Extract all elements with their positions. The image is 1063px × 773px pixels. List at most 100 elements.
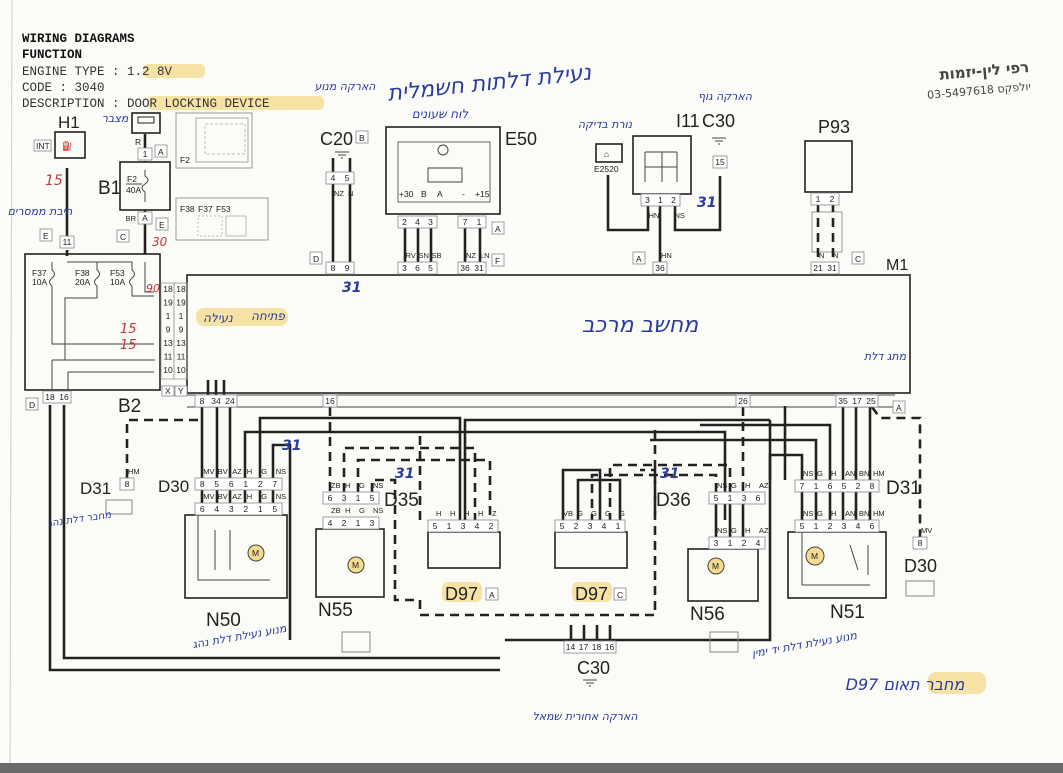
pin-number: 14: [566, 642, 576, 652]
f53-label: F53: [110, 268, 125, 278]
wire-color-code: BV: [218, 467, 228, 476]
component-n50: M N50: [184, 514, 288, 631]
shield: [811, 211, 843, 253]
note-body-computer: מחשב מרכב: [582, 313, 699, 338]
pin-number: 1: [477, 217, 482, 227]
wire-color-code: VB: [563, 509, 573, 518]
connector-housing: [322, 394, 338, 408]
pin-number: 2: [828, 521, 833, 531]
pin-number: 8: [870, 481, 875, 491]
wire-color-code: HM: [873, 509, 885, 518]
tag-letter: Y: [178, 386, 184, 396]
lamp-icon: [595, 143, 623, 163]
pin-number: 6: [870, 521, 875, 531]
pin-number: 16: [605, 642, 615, 652]
header-block: WIRING DIAGRAMS FUNCTION ENGINE TYPE : 1…: [22, 32, 324, 111]
tag-a-m1: A: [892, 400, 906, 414]
battery: R: [131, 112, 161, 147]
pin-number: 11: [164, 352, 173, 362]
n56-box: [687, 548, 759, 602]
tag-letter: C: [617, 590, 623, 600]
f53-rating: 10A: [110, 277, 125, 287]
pin-number: 1: [616, 521, 621, 531]
pin-number: 6: [828, 481, 833, 491]
pin-number: 5: [560, 521, 565, 531]
wire-color-code: H: [345, 506, 350, 515]
connector-housing: [322, 491, 380, 505]
pin-number: 19: [163, 298, 173, 308]
pin-number: 1: [816, 194, 821, 204]
note-body-ground: הארקה גוף: [698, 90, 753, 103]
wire-color-code: H: [450, 509, 455, 518]
p93-box: [804, 140, 853, 193]
note-red-90: 90: [146, 282, 160, 295]
battery-icon: [131, 112, 161, 134]
connector-housing: [42, 390, 72, 404]
motor-icon: [247, 544, 265, 562]
tag-letter: A: [158, 147, 164, 157]
wire-color-code: G: [619, 509, 625, 518]
wire-color-code: G: [817, 469, 823, 478]
fuse-loc-f38: F38: [180, 204, 195, 214]
wire-color-code: AZ: [232, 467, 242, 476]
diagram-subtitle: FUNCTION: [22, 48, 82, 62]
tag-a-battery: A: [154, 144, 168, 158]
d97a-label: D97: [445, 584, 478, 604]
d35-label: D35: [384, 490, 419, 511]
component-h1: H1 ⛽ INT: [33, 113, 86, 159]
connector-d31-l: 8HM: [119, 467, 140, 491]
pin-number: 7: [800, 481, 805, 491]
wire-color-code: H: [745, 526, 750, 535]
pin-number: 26: [738, 396, 748, 406]
e50-label: E50: [505, 129, 537, 149]
connector-housing: [59, 235, 75, 249]
tag-letter: A: [896, 403, 902, 413]
h1-label: H1: [58, 113, 80, 132]
connector-housing: [427, 519, 499, 533]
connector-housing: [708, 536, 766, 550]
n50-box: [184, 514, 288, 599]
e50-term: -: [462, 189, 465, 199]
pin-number: 6: [328, 493, 333, 503]
wire-color-code: AN: [845, 469, 855, 478]
wire-color-code: MV: [921, 526, 932, 535]
pin-number: 3: [645, 195, 650, 205]
d36-label: D36: [656, 490, 691, 511]
connector-b1-bot: ABR: [126, 211, 153, 225]
wire-color-code: HM: [873, 469, 885, 478]
pin-number: 4: [415, 217, 420, 227]
pin-number: 25: [866, 396, 876, 406]
connector-housing: [397, 261, 438, 275]
pin-number: 8: [200, 396, 205, 406]
wires: [48, 134, 922, 672]
int-tag: [33, 139, 52, 152]
note-unlock: פתיחה: [251, 309, 285, 323]
connector-housing: [194, 394, 238, 408]
pin-number: 4: [328, 518, 333, 528]
pin-number: A: [142, 213, 148, 223]
pin-number: 4: [214, 504, 219, 514]
b1-label: B1: [98, 178, 121, 199]
note-door-switch: מתג דלת: [864, 350, 907, 363]
note-check-lamp: נורת בדיקה: [578, 118, 633, 131]
note-red-15: 15: [120, 338, 137, 353]
wire-color-code: H: [247, 467, 252, 476]
wire-color-code: N: [819, 251, 824, 260]
pin-number: 1: [356, 518, 361, 528]
component-m1-body-computer: M1: [186, 257, 911, 408]
connector-housing: [194, 477, 283, 491]
component-d97-a: D97 A: [427, 531, 501, 604]
i11-label: I11: [676, 111, 700, 131]
connector-housing: [794, 479, 880, 493]
c30-top-label: C30: [702, 111, 735, 131]
note-driver-connector: מחבר דלת נהג: [47, 510, 112, 530]
